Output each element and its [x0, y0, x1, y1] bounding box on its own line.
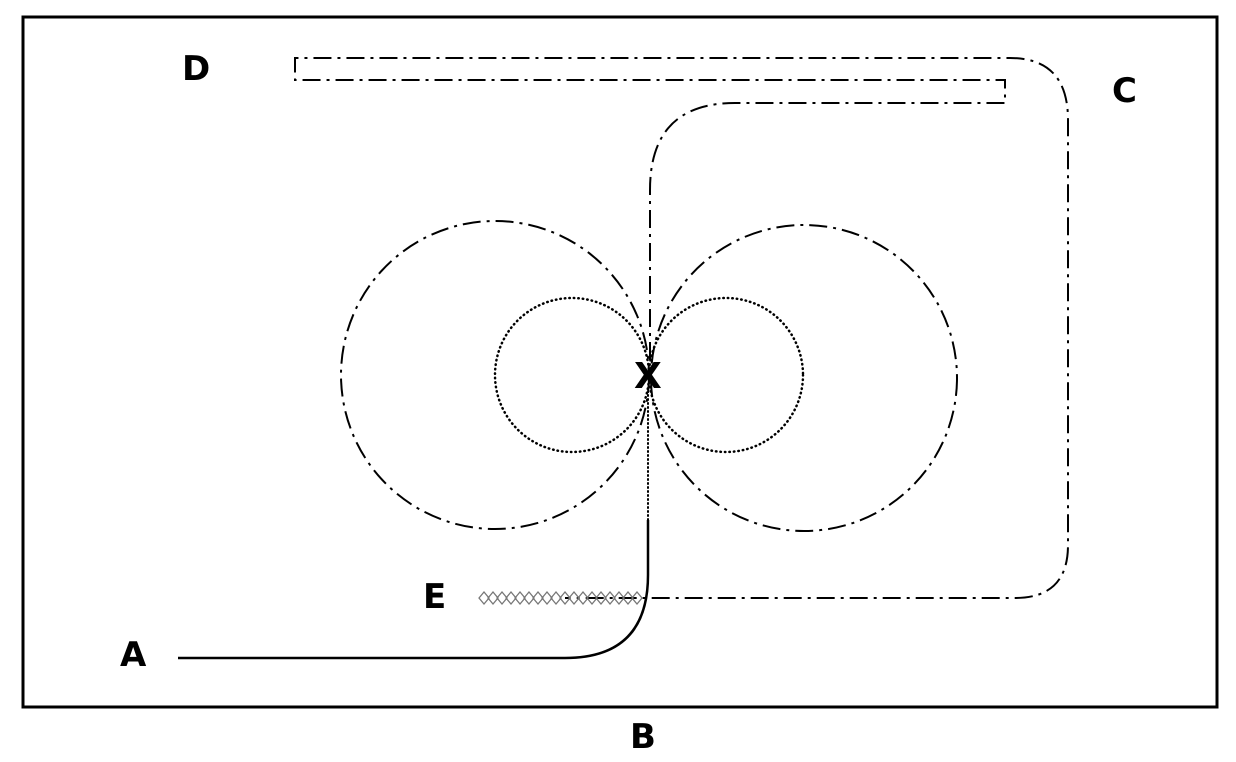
diamond-mark	[514, 590, 526, 606]
diamond-mark	[550, 590, 562, 606]
label-d: D	[182, 49, 210, 89]
diamond-mark	[496, 590, 508, 606]
small-circle-left	[493, 296, 651, 454]
diamond-mark	[595, 590, 607, 606]
diamond-mark	[523, 590, 535, 606]
label-a: A	[120, 635, 147, 675]
diamond-mark	[622, 590, 634, 606]
diamond-mark	[559, 590, 571, 606]
diamond-chain	[478, 590, 643, 606]
diamond-mark	[613, 590, 625, 606]
diamond-mark	[487, 590, 499, 606]
boundary-frame	[21, 15, 1219, 709]
diamond-mark	[631, 590, 643, 606]
diamond-mark	[577, 590, 589, 606]
label-x: X	[634, 356, 662, 397]
path-a-solid	[178, 520, 650, 660]
diamond-mark	[568, 590, 580, 606]
diamond-mark	[604, 590, 616, 606]
diamond-mark	[505, 590, 517, 606]
label-b: B	[630, 717, 656, 757]
diamond-mark	[586, 590, 598, 606]
diamond-mark	[478, 590, 490, 606]
label-e: E	[423, 577, 446, 617]
diamond-mark	[541, 590, 553, 606]
small-circle-right	[647, 296, 805, 454]
diamond-mark	[532, 590, 544, 606]
path-x-to-d-loop	[294, 57, 1069, 599]
large-circle-left	[340, 220, 650, 530]
large-circle-right	[650, 224, 958, 532]
label-c: C	[1112, 71, 1137, 111]
